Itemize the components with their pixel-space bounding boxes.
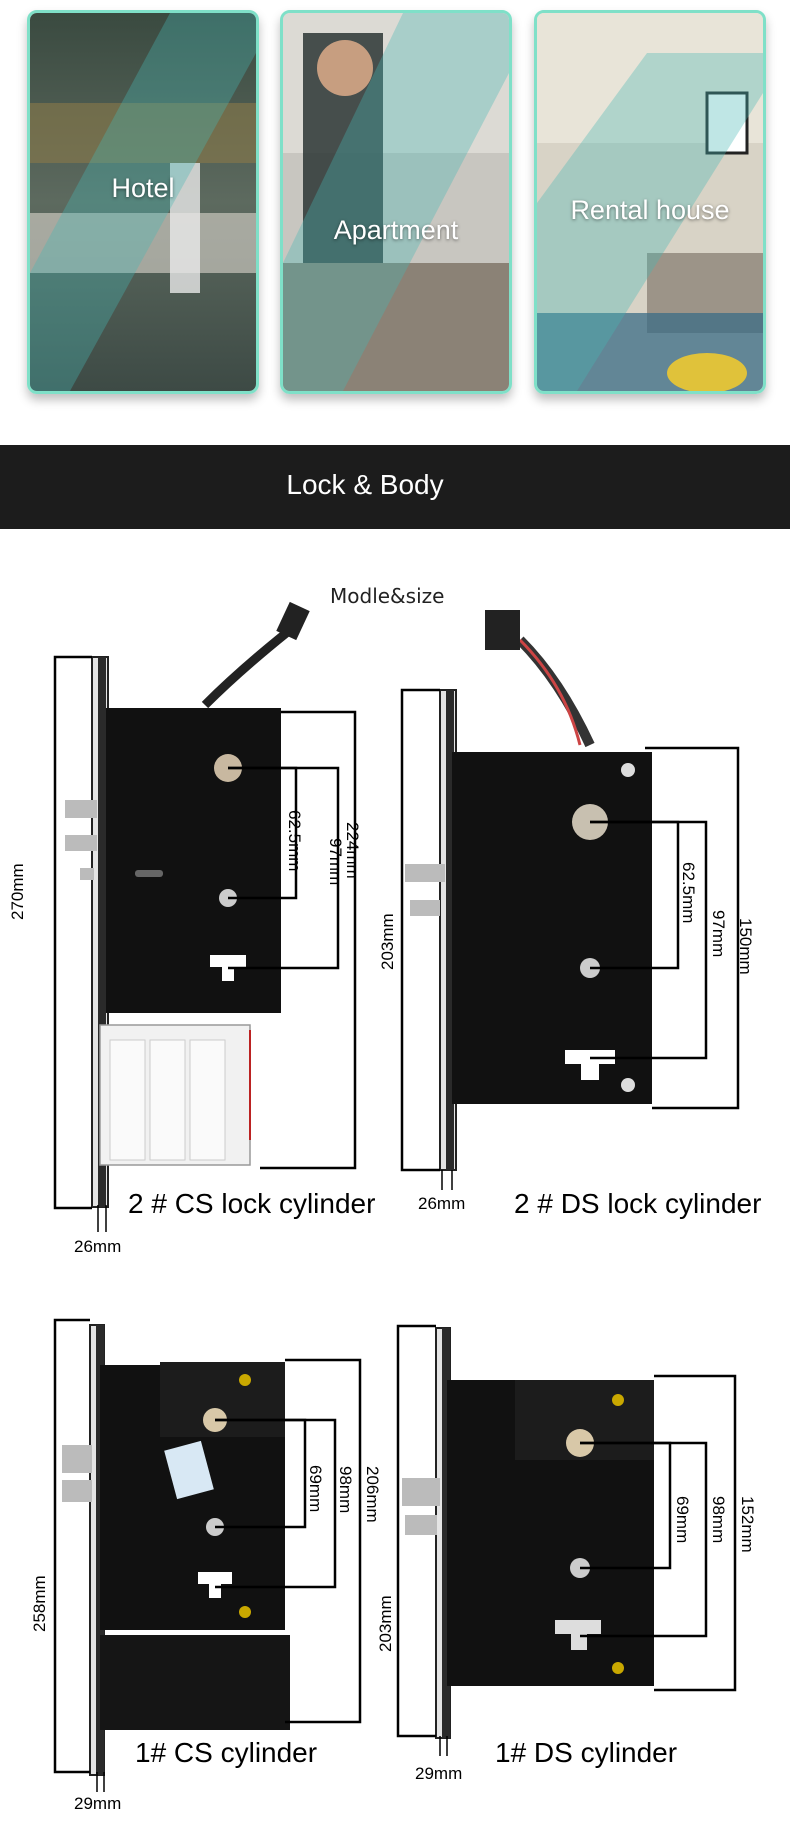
lock-a-label: 62.5mm xyxy=(285,810,304,872)
scene-label: Hotel xyxy=(111,173,175,203)
section-banner: Lock & Body xyxy=(0,445,790,529)
lock-body-label: 152mm xyxy=(738,1496,757,1553)
lock-a-label: 69mm xyxy=(673,1496,692,1544)
lock-caption: 1# DS cylinder xyxy=(495,1737,678,1768)
lock-2-cs-drawing xyxy=(53,601,357,1232)
lock-height-label: 258mm xyxy=(30,1575,49,1632)
hotel-photo xyxy=(30,13,256,391)
lock-height-label: 203mm xyxy=(376,1595,395,1652)
section-subtitle: Modle&size xyxy=(330,584,445,608)
lock-a-label: 62.5mm xyxy=(679,862,698,924)
lock-b-label: 98mm xyxy=(336,1466,355,1514)
lock-a-label: 69mm xyxy=(306,1465,325,1513)
lock-caption: 2 # CS lock cylinder xyxy=(128,1188,376,1219)
scene-card-hotel: Hotel xyxy=(27,10,259,394)
lock-body-label: 206mm xyxy=(363,1466,382,1523)
lock-thickness-label: 29mm xyxy=(74,1794,122,1813)
lock-thickness-label: 26mm xyxy=(74,1237,122,1256)
lock-b-label: 97mm xyxy=(709,910,728,958)
lock-1-cs-drawing xyxy=(53,1318,362,1792)
scene-card-apartment: Apartment xyxy=(280,10,512,394)
scene-label: Apartment xyxy=(333,215,459,245)
lock-thickness-label: 29mm xyxy=(415,1764,463,1783)
scene-card-rental-house: Rental house xyxy=(534,10,766,394)
lock-height-label: 270mm xyxy=(8,863,27,920)
lock-height-label: 203mm xyxy=(378,913,397,970)
lock-thickness-label: 26mm xyxy=(418,1194,466,1213)
lock-caption: 1# CS cylinder xyxy=(135,1737,318,1768)
scene-label: Rental house xyxy=(570,195,730,225)
banner-title: Lock & Body xyxy=(286,469,444,500)
lock-b-label: 98mm xyxy=(709,1496,728,1544)
lock-caption: 2 # DS lock cylinder xyxy=(514,1188,762,1219)
lock-body-label: 224mm xyxy=(343,822,362,879)
lock-body-label: 150mm xyxy=(736,918,755,975)
apartment-photo xyxy=(283,13,509,391)
rental-house-photo xyxy=(537,13,763,391)
lock-b-label: 97mm xyxy=(326,838,345,886)
